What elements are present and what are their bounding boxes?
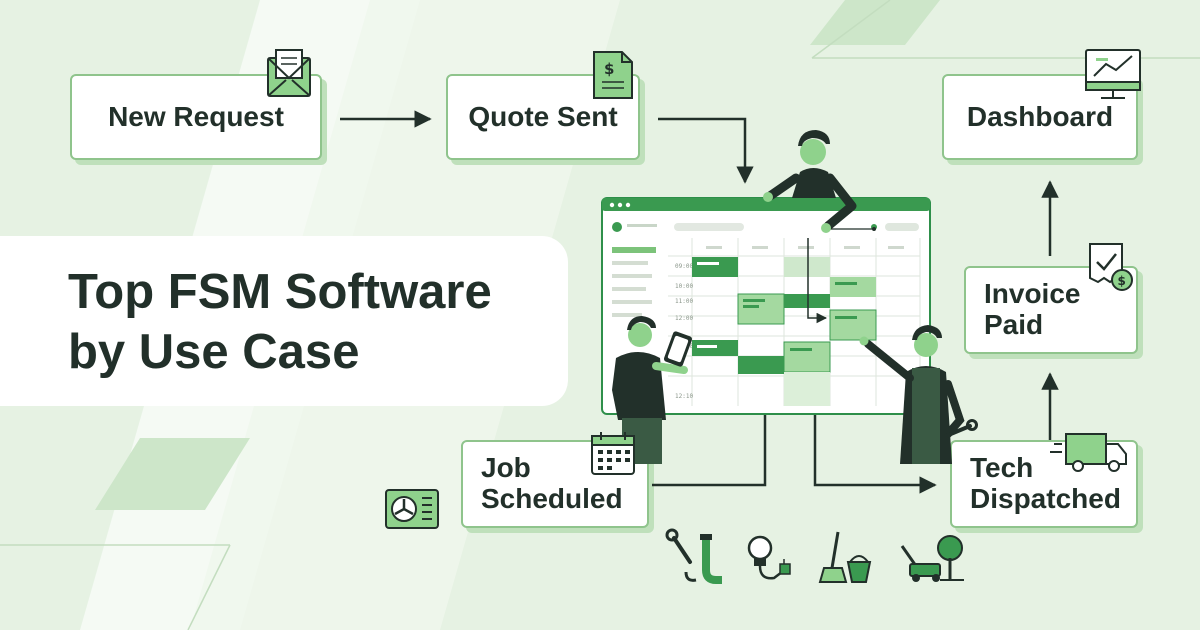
monitor-chart-icon bbox=[1085, 49, 1141, 99]
job-scheduled-line-2: Scheduled bbox=[481, 483, 623, 514]
time-label: 09:00 bbox=[675, 263, 693, 270]
wrench-icon bbox=[944, 424, 972, 438]
lightbulb-plug-icon bbox=[747, 535, 791, 580]
tech-dispatched-line-2: Dispatched bbox=[970, 483, 1121, 514]
envelope-icon bbox=[267, 49, 311, 97]
technician-on-board-figure bbox=[763, 130, 857, 233]
decor-parallelogram-left bbox=[95, 438, 250, 510]
invoice-paid-card: Invoice Paid bbox=[964, 266, 1138, 354]
title-panel bbox=[0, 236, 568, 406]
invoice-paid-line-2: Paid bbox=[984, 309, 1044, 340]
title-line-2: by Use Case bbox=[68, 325, 360, 379]
new-request-label: New Request bbox=[108, 100, 284, 132]
job-scheduled-card: Job Scheduled bbox=[461, 440, 649, 528]
dashboard-label: Dashboard bbox=[966, 100, 1114, 132]
invoice-paid-line-1: Invoice bbox=[984, 278, 1081, 310]
arrow-quote-to-schedule bbox=[658, 117, 754, 184]
decor-parallelogram-top bbox=[810, 0, 940, 45]
receipt-check-icon: $ bbox=[1089, 243, 1133, 291]
job-scheduled-line-1: Job bbox=[481, 452, 531, 484]
dashboard-card: Dashboard bbox=[942, 74, 1138, 160]
time-label: 10:00 bbox=[675, 283, 693, 290]
broom-bucket-icon bbox=[818, 531, 872, 583]
wrench-pipe-icon bbox=[665, 528, 722, 584]
delivery-truck-icon bbox=[1050, 433, 1127, 472]
arrow-board-to-dispatch bbox=[813, 412, 937, 494]
svg-text:$: $ bbox=[1118, 274, 1126, 288]
quote-sent-card: Quote Sent bbox=[446, 74, 640, 160]
calendar-events bbox=[692, 257, 877, 406]
arrow-board-to-job bbox=[652, 412, 767, 487]
tech-dispatched-line-1: Tech bbox=[970, 452, 1034, 484]
quote-sent-label: Quote Sent bbox=[468, 100, 618, 132]
time-label: 11:00 bbox=[675, 298, 693, 305]
time-label: 12:10 bbox=[675, 393, 693, 400]
time-label: 12:00 bbox=[675, 315, 693, 322]
svg-text:$: $ bbox=[604, 60, 614, 78]
technician-with-wrench-figure bbox=[859, 325, 978, 464]
calendar-icon bbox=[591, 432, 635, 475]
invoice-document-icon: $ bbox=[593, 51, 633, 99]
air-conditioner-icon bbox=[385, 489, 439, 529]
title-line-1: Top FSM Software bbox=[68, 265, 492, 319]
page-title: Top FSM Software by Use Case bbox=[68, 262, 492, 382]
lawn-mower-tree-icon bbox=[900, 535, 964, 582]
